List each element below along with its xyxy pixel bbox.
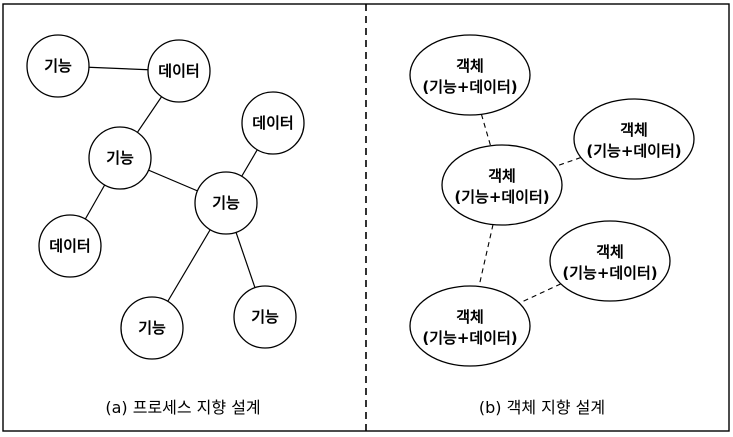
- object-edge: [478, 224, 494, 287]
- node-label: 데이터: [158, 62, 199, 80]
- node-label: 기능: [212, 194, 240, 212]
- node-circle: [194, 171, 258, 235]
- node-circle: [38, 214, 102, 278]
- process-node: 기능: [194, 171, 258, 235]
- process-node: 기능: [233, 285, 297, 349]
- object-node: 객체 (기능+데이터): [573, 98, 695, 180]
- node-label: 기능: [138, 319, 166, 337]
- object-subtitle: (기능+데이터): [562, 264, 657, 282]
- object-ellipse: [573, 98, 695, 180]
- node-circle: [233, 285, 297, 349]
- object-subtitle: (기능+데이터): [454, 188, 549, 206]
- object-node: 객체 (기능+데이터): [549, 220, 671, 302]
- process-node: 기능: [26, 34, 90, 98]
- node-circle: [120, 296, 184, 360]
- node-circle: [241, 91, 305, 155]
- object-title: 객체: [620, 121, 648, 139]
- node-circle: [88, 126, 152, 190]
- node-circle: [26, 34, 90, 98]
- node-circle: [147, 39, 211, 103]
- object-node: 객체 (기능+데이터): [441, 144, 563, 226]
- node-label: 데이터: [49, 237, 90, 255]
- object-edge: [519, 283, 561, 304]
- object-title: 객체: [456, 57, 484, 75]
- process-node: 데이터: [147, 39, 211, 103]
- object-subtitle: (기능+데이터): [422, 78, 517, 96]
- object-ellipse: [409, 34, 531, 116]
- object-node: 객체 (기능+데이터): [409, 285, 531, 367]
- object-subtitle: (기능+데이터): [586, 142, 681, 160]
- node-label: 데이터: [252, 114, 293, 132]
- object-title: 객체: [596, 243, 624, 261]
- object-edges: [478, 114, 582, 304]
- object-ellipse: [409, 285, 531, 367]
- process-design-caption: (a) 프로세스 지향 설계: [105, 398, 260, 417]
- node-label: 기능: [106, 149, 134, 167]
- object-title: 객체: [456, 308, 484, 326]
- object-ellipse: [549, 220, 671, 302]
- object-node: 객체 (기능+데이터): [409, 34, 531, 116]
- object-edge: [480, 114, 492, 146]
- process-node: 기능: [88, 126, 152, 190]
- process-node: 데이터: [38, 214, 102, 278]
- object-subtitle: (기능+데이터): [422, 329, 517, 347]
- object-design-caption: (b) 객체 지향 설계: [479, 398, 605, 417]
- object-title: 객체: [488, 167, 516, 185]
- node-label: 기능: [251, 308, 279, 326]
- object-edge: [554, 157, 582, 167]
- node-label: 기능: [44, 57, 72, 75]
- process-node: 기능: [120, 296, 184, 360]
- process-node: 데이터: [241, 91, 305, 155]
- object-nodes: 객체 (기능+데이터) 객체 (기능+데이터) 객체 (기능+데이터) 객체 (기능+데이터)…: [409, 34, 695, 367]
- object-ellipse: [441, 144, 563, 226]
